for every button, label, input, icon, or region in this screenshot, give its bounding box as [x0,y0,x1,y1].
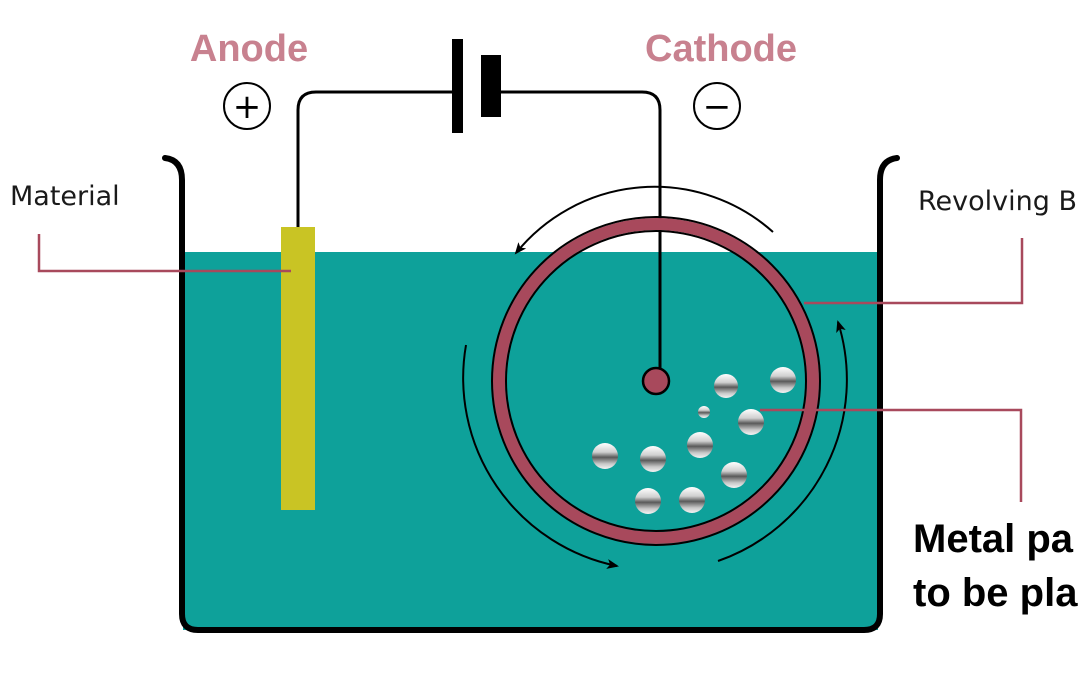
barrel-outer-edge [491,216,821,546]
cathode-label: Cathode [645,28,797,70]
tank-outline [162,155,900,633]
cathode-sign: − [703,87,732,127]
anode-wire [296,90,457,228]
metal-parts [592,367,796,514]
anode-sign-circle [223,82,271,130]
rotation-arrow-icon [514,185,774,255]
revolving-barrel-label: Revolving B [918,186,1077,217]
cathode-contact [641,366,671,396]
anode-label: Anode [190,28,308,70]
anode-sign: + [233,87,262,127]
metal-parts-label-line2: to be pla [913,571,1078,615]
rotation-arrow-icon [462,344,619,569]
metal-parts-label-line1: Metal pa [913,517,1074,561]
barrel-leader-line [804,238,1024,305]
barrel-wall [493,218,819,544]
cathode-wire [491,90,662,372]
cathode-sign-circle [693,82,741,130]
battery-symbol-icon [452,39,501,133]
barrel-inner-edge [505,230,807,532]
rotation-arrow-icon [717,320,848,562]
metal-parts-leader-line [760,408,1023,502]
material-leader-line [37,234,291,273]
anode-rod [281,227,315,510]
material-label: Material [10,181,120,212]
